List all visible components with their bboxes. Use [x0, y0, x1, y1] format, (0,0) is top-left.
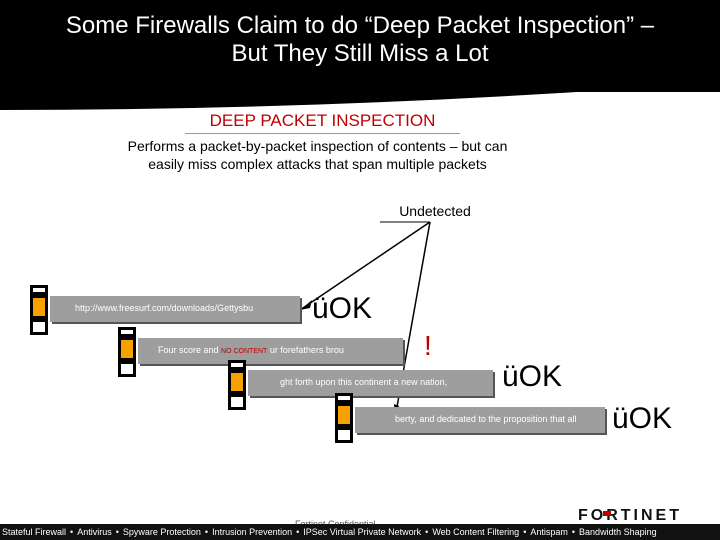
packet-cap-body	[335, 403, 353, 427]
title-line-2: But They Still Miss a Lot	[231, 40, 489, 67]
fortinet-logo: FORTINET	[565, 507, 695, 523]
ok-label-3: üOK	[612, 402, 673, 435]
packet-cap-bottom	[335, 427, 353, 443]
slide-title: Some Firewalls Claim to do “Deep Packet …	[0, 12, 720, 68]
packet-text: berty, and dedicated to the proposition …	[395, 414, 577, 424]
footer-item: Web Content Filtering	[432, 527, 520, 537]
packet-cap-top	[118, 327, 136, 337]
packet-bar: http://www.freesurf.com/downloads/Gettys…	[50, 296, 300, 322]
packet-cap-body	[118, 337, 136, 361]
packet-text: ght forth upon this continent a new nati…	[280, 377, 448, 387]
packet-bar: berty, and dedicated to the proposition …	[355, 407, 605, 433]
header-curve	[0, 70, 720, 110]
highlighted-content: NO CONTENT	[221, 348, 268, 355]
packet-cap-top	[335, 393, 353, 403]
footer-item: IPSec Virtual Private Network	[303, 527, 422, 537]
footer-separator: •	[204, 527, 209, 537]
footer-item: Antivirus	[77, 527, 112, 537]
undetected-label: Undetected	[399, 203, 471, 219]
footer-separator: •	[115, 527, 119, 537]
packet-bar: Four score and NO CONTENT ur forefathers…	[138, 338, 403, 364]
ok-label-1: üOK	[312, 292, 373, 325]
packet-text-before: Four score and	[158, 345, 219, 355]
footer-separator: •	[296, 527, 300, 537]
packet-cap-body	[228, 370, 246, 394]
footer-separator: •	[70, 527, 74, 537]
packet-cap-top	[228, 360, 246, 370]
section-title: DEEP PACKET INSPECTION	[185, 108, 460, 134]
alert-mark: !	[424, 330, 432, 361]
packet-cap-bottom	[118, 361, 136, 377]
footer-item: Spyware Protection	[122, 527, 201, 537]
packet-cap-bottom	[228, 394, 246, 410]
ok-label-2: üOK	[502, 360, 563, 393]
packet-text-after: ur forefathers brou	[269, 345, 344, 355]
packet-cap-body	[30, 295, 48, 319]
footer-separator: •	[425, 527, 429, 537]
title-line-1: Some Firewalls Claim to do “Deep Packet …	[65, 12, 655, 39]
packet-text: http://www.freesurf.com/downloads/Gettys…	[75, 303, 254, 313]
footer-item: Stateful Firewall	[2, 527, 67, 537]
footer-item: Bandwidth Shaping	[579, 527, 657, 537]
footer-separator: •	[571, 527, 576, 537]
packet-cap-bottom	[30, 319, 48, 335]
product-footer: Stateful Firewall•Antivirus•Spyware Prot…	[0, 524, 720, 540]
packet-cap-top	[30, 285, 48, 295]
footer-item: Antispam	[530, 527, 568, 537]
packet-text: Four score and NO CONTENT ur forefathers…	[158, 345, 344, 355]
footer-separator: •	[523, 527, 527, 537]
packet-bar: ght forth upon this continent a new nati…	[248, 370, 493, 396]
description: Performs a packet-by-packet inspection o…	[127, 138, 508, 172]
svg-text:FORTINET: FORTINET	[578, 507, 682, 523]
footer-item: Intrusion Prevention	[212, 527, 293, 537]
